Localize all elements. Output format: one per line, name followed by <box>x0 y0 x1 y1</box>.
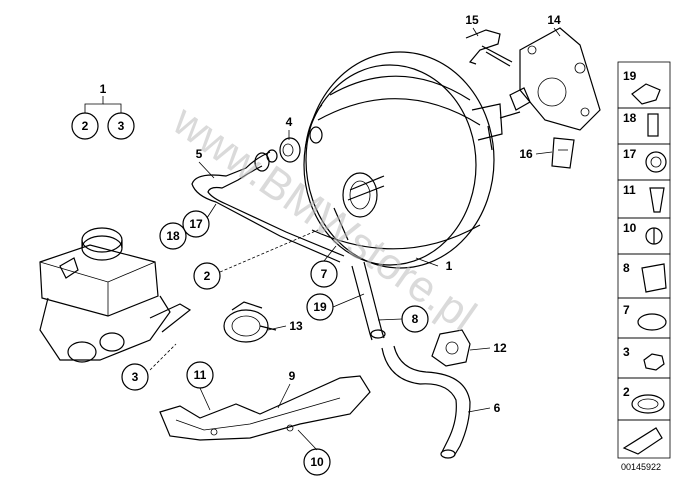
svg-text:14: 14 <box>547 13 561 27</box>
side-panel: 19 18 17 11 10 8 7 3 <box>617 61 671 472</box>
drawing-number: 00145922 <box>621 462 661 472</box>
svg-text:8: 8 <box>412 312 419 326</box>
side-item-11: 11 <box>623 183 665 213</box>
callout-19: 19 <box>306 293 334 321</box>
callout-10: 10 <box>303 448 331 476</box>
svg-text:10: 10 <box>623 221 637 235</box>
heat-shield <box>159 375 371 441</box>
svg-text:18: 18 <box>623 111 637 125</box>
svg-text:4: 4 <box>286 115 293 129</box>
callout-18: 18 <box>159 222 187 250</box>
callout-14: 14 <box>547 13 561 27</box>
callout-7: 7 <box>310 260 338 288</box>
side-item-8: 8 <box>623 261 667 293</box>
callout-13: 13 <box>289 319 303 333</box>
callout-15: 15 <box>465 13 479 27</box>
callout-6: 6 <box>494 401 501 415</box>
svg-text:2: 2 <box>82 119 89 133</box>
svg-text:19: 19 <box>623 69 637 83</box>
svg-text:12: 12 <box>493 341 507 355</box>
callout-12: 12 <box>493 341 507 355</box>
callout-8: 8 <box>401 305 429 333</box>
callout-2-top: 2 <box>71 112 99 140</box>
svg-text:18: 18 <box>166 229 180 243</box>
callout-5: 5 <box>196 147 203 161</box>
svg-text:2: 2 <box>623 385 630 399</box>
clip-nut <box>551 137 575 169</box>
svg-text:3: 3 <box>623 345 630 359</box>
hose-clamp <box>223 301 277 343</box>
side-item-18: 18 <box>623 111 659 137</box>
side-item-10: 10 <box>623 221 663 245</box>
retaining-clip <box>465 29 513 67</box>
side-item-17: 17 <box>623 147 667 173</box>
callout-3: 3 <box>121 363 149 391</box>
side-item-3: 3 <box>623 345 665 371</box>
svg-text:16: 16 <box>519 147 533 161</box>
svg-text:17: 17 <box>623 147 637 161</box>
vacuum-hose-upper <box>191 149 345 263</box>
arrow-icon <box>622 427 663 455</box>
side-item-2: 2 <box>623 385 665 414</box>
callout-11: 11 <box>186 361 214 389</box>
svg-text:11: 11 <box>194 368 207 382</box>
callout-1-top: 1 <box>100 82 107 96</box>
master-cylinder <box>39 227 192 363</box>
side-item-7: 7 <box>623 303 667 331</box>
vacuum-hose-lower <box>351 261 471 459</box>
svg-text:9: 9 <box>289 369 296 383</box>
svg-text:7: 7 <box>623 303 630 317</box>
svg-text:3: 3 <box>132 370 139 384</box>
svg-text:7: 7 <box>321 267 328 281</box>
flange-gasket <box>519 27 601 131</box>
svg-text:6: 6 <box>494 401 501 415</box>
svg-text:2: 2 <box>204 269 211 283</box>
hose-bracket <box>431 329 471 367</box>
callout-16: 16 <box>519 147 533 161</box>
callout-17: 17 <box>182 210 210 238</box>
svg-text:8: 8 <box>623 261 630 275</box>
callout-3-top: 3 <box>107 112 135 140</box>
callout-2: 2 <box>193 262 221 290</box>
svg-text:11: 11 <box>623 183 636 197</box>
grommet <box>279 137 301 163</box>
svg-text:19: 19 <box>313 300 327 314</box>
svg-text:1: 1 <box>446 259 453 273</box>
leader-lines <box>84 27 561 451</box>
svg-text:10: 10 <box>310 455 324 469</box>
svg-text:15: 15 <box>465 13 479 27</box>
callout-4: 4 <box>286 115 293 129</box>
svg-text:3: 3 <box>118 119 125 133</box>
callout-1: 1 <box>446 259 453 273</box>
svg-text:5: 5 <box>196 147 203 161</box>
svg-text:17: 17 <box>189 217 203 231</box>
svg-text:1: 1 <box>100 82 107 96</box>
svg-text:13: 13 <box>289 319 303 333</box>
callout-9: 9 <box>289 369 296 383</box>
side-item-19: 19 <box>623 69 661 105</box>
brake-booster <box>303 51 531 269</box>
